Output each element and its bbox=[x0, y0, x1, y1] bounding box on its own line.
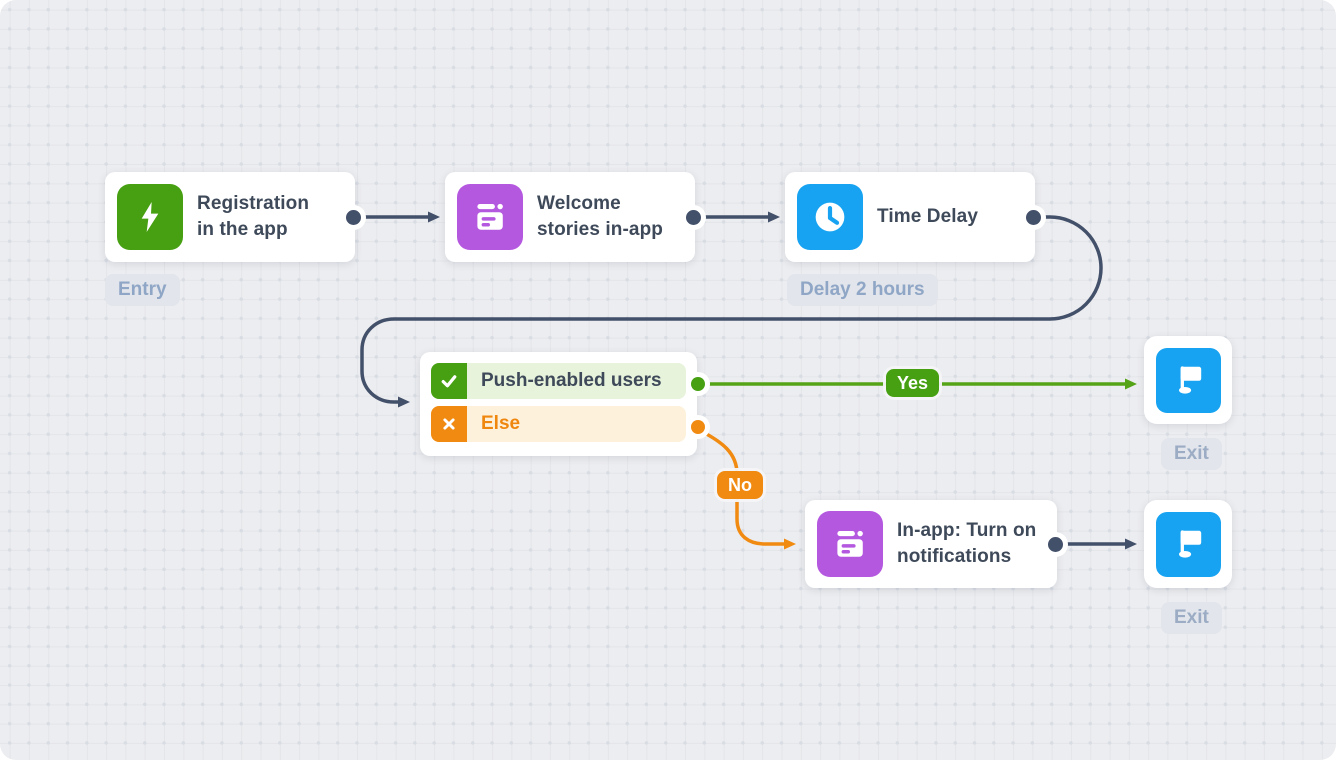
output-port-welcome[interactable] bbox=[686, 210, 701, 225]
node-welcome-stories[interactable]: Welcome stories in-app bbox=[445, 172, 695, 262]
flag-icon bbox=[1155, 347, 1221, 413]
in-app-message-icon bbox=[457, 184, 523, 250]
condition-branch-else[interactable]: Else bbox=[431, 406, 686, 442]
in-app-message-icon bbox=[817, 511, 883, 577]
node-time-delay[interactable]: Time Delay bbox=[785, 172, 1035, 262]
node-inapp-turn-on-notifications[interactable]: In-app: Turn on notifications bbox=[805, 500, 1057, 588]
edge-label-yes: Yes bbox=[886, 369, 940, 397]
output-port-condition-else[interactable] bbox=[691, 420, 705, 434]
node-registration-entry[interactable]: Registration in the app bbox=[105, 172, 355, 262]
output-port-registration[interactable] bbox=[346, 210, 361, 225]
edge-label-no: No bbox=[717, 471, 763, 499]
exit-tag-top: Exit bbox=[1161, 438, 1222, 470]
node-exit-top[interactable] bbox=[1144, 336, 1232, 424]
edge-delay-to-condition bbox=[360, 215, 1103, 408]
output-port-notification[interactable] bbox=[1048, 537, 1063, 552]
node-title: Registration in the app bbox=[197, 193, 310, 240]
lightning-icon bbox=[117, 184, 183, 250]
entry-tag: Entry bbox=[105, 274, 180, 306]
exit-tag-bottom: Exit bbox=[1161, 602, 1222, 634]
node-title: Welcome stories in-app bbox=[537, 193, 663, 240]
output-port-delay[interactable] bbox=[1026, 210, 1041, 225]
branch-label: Else bbox=[481, 413, 521, 434]
delay-tag: Delay 2 hours bbox=[787, 274, 938, 306]
branch-label: Push-enabled users bbox=[481, 370, 662, 391]
node-exit-bottom[interactable] bbox=[1144, 500, 1232, 588]
node-condition-push-enabled[interactable]: Push-enabled users Else bbox=[420, 352, 697, 456]
output-port-condition-yes[interactable] bbox=[691, 377, 705, 391]
flag-icon bbox=[1155, 511, 1221, 577]
edge-no-to-notification bbox=[700, 429, 796, 550]
condition-branch-yes[interactable]: Push-enabled users bbox=[431, 363, 686, 399]
node-title: In-app: Turn on notifications bbox=[897, 520, 1037, 567]
node-title: Time Delay bbox=[877, 206, 978, 227]
cross-icon bbox=[431, 406, 467, 442]
check-icon bbox=[431, 363, 467, 399]
clock-icon bbox=[797, 184, 863, 250]
